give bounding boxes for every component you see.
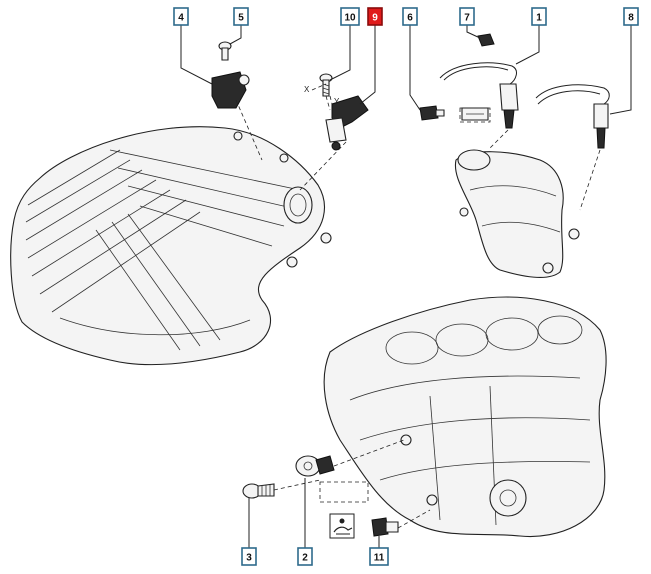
callout-10[interactable]: 10 bbox=[340, 7, 360, 26]
sensor-9[interactable] bbox=[325, 95, 369, 151]
callout-label: 1 bbox=[536, 13, 542, 24]
callout-label: 9 bbox=[372, 13, 378, 24]
callout-label: 3 bbox=[246, 553, 252, 564]
callout-5[interactable]: 5 bbox=[233, 7, 249, 26]
callout-11[interactable]: 11 bbox=[369, 547, 389, 566]
axis-mark-x: X bbox=[304, 85, 310, 94]
catalytic-converter[interactable] bbox=[454, 149, 580, 278]
screw-10[interactable] bbox=[319, 73, 333, 97]
callout-label: 10 bbox=[344, 13, 356, 24]
knock-sensor-2[interactable] bbox=[295, 455, 335, 477]
placeholder-box-2 bbox=[459, 107, 491, 123]
screw-5[interactable] bbox=[218, 41, 232, 61]
callout-label: 8 bbox=[628, 13, 634, 24]
throttle-flange bbox=[283, 186, 313, 224]
manifold-boss bbox=[320, 232, 332, 244]
callout-7[interactable]: 7 bbox=[459, 7, 475, 26]
callout-label: 6 bbox=[407, 13, 413, 24]
callout-8[interactable]: 8 bbox=[623, 7, 639, 26]
oil-warning-icon bbox=[329, 513, 355, 539]
oil-pressure-switch-11[interactable] bbox=[371, 517, 399, 537]
leader-lines bbox=[180, 25, 632, 548]
callout-4[interactable]: 4 bbox=[173, 7, 189, 26]
callout-label: 7 bbox=[464, 13, 470, 24]
sensor-6[interactable] bbox=[419, 105, 445, 121]
callout-1[interactable]: 1 bbox=[531, 7, 547, 26]
bolt-3[interactable] bbox=[242, 483, 275, 499]
oxygen-sensor-8[interactable] bbox=[535, 84, 610, 149]
callout-9-selected[interactable]: 9 bbox=[367, 7, 383, 26]
cylinder-bores bbox=[385, 315, 583, 365]
placeholder-box-1 bbox=[319, 481, 369, 503]
callout-3[interactable]: 3 bbox=[241, 547, 257, 566]
callout-label: 2 bbox=[302, 553, 308, 564]
oxygen-sensor-1[interactable] bbox=[439, 62, 519, 129]
callout-label: 5 bbox=[238, 13, 244, 24]
callout-6[interactable]: 6 bbox=[402, 7, 418, 26]
intake-manifold[interactable] bbox=[10, 126, 332, 366]
sensor-4[interactable] bbox=[211, 71, 250, 109]
manifold-runners bbox=[25, 149, 301, 351]
clip-7[interactable] bbox=[477, 33, 495, 47]
callout-label: 4 bbox=[178, 13, 184, 24]
callout-2[interactable]: 2 bbox=[297, 547, 313, 566]
engine-block[interactable] bbox=[323, 296, 607, 538]
callout-label: 11 bbox=[374, 553, 385, 564]
axis-mark-y: Y bbox=[334, 97, 340, 106]
